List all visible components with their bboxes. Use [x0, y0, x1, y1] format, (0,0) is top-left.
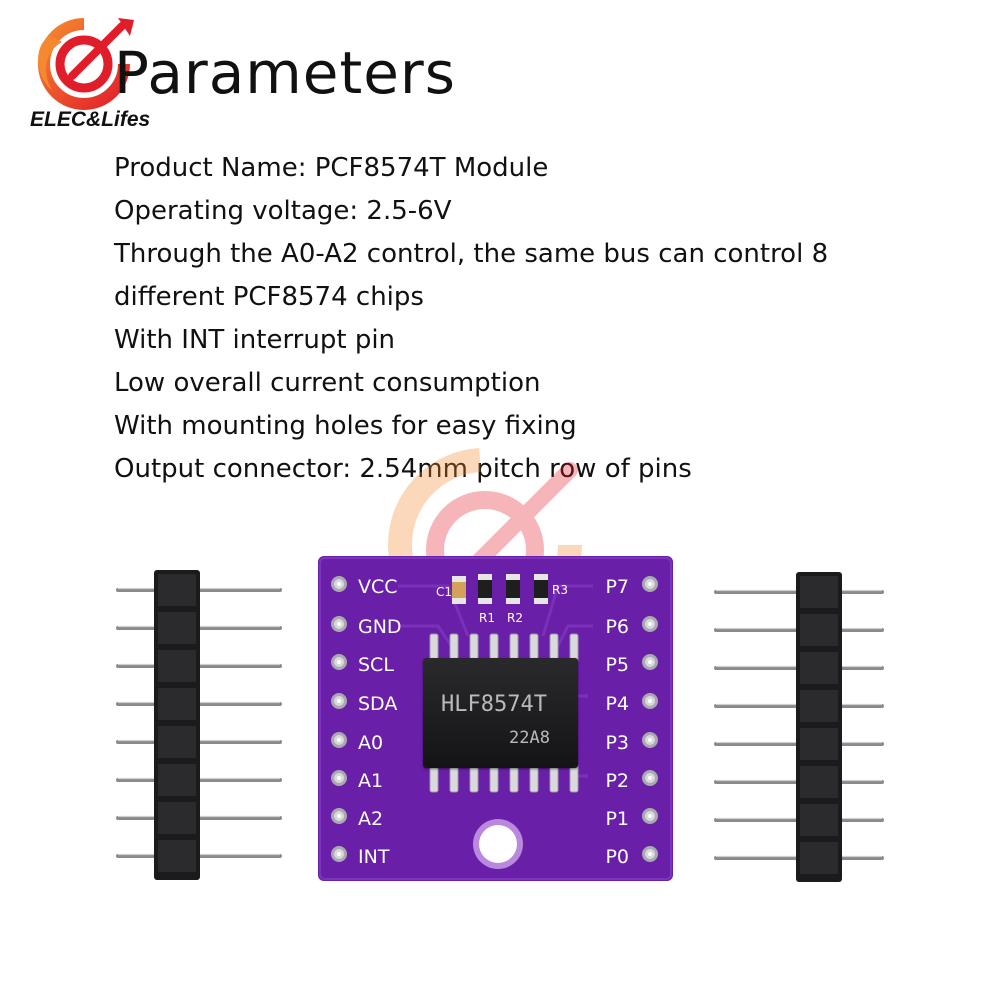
- pin-pad: [331, 732, 347, 748]
- pin-pad: [331, 654, 347, 670]
- brand-logo: ELEC&Lifes: [22, 16, 162, 136]
- pin-pad: [642, 576, 658, 592]
- chip-marking-code: 22A8: [509, 728, 550, 748]
- pin-label-int: INT: [358, 846, 390, 868]
- pin-pad: [331, 808, 347, 824]
- pin-pad: [331, 846, 347, 862]
- pin-header-left: [110, 570, 290, 890]
- chip-marking-part: HLF8574T: [441, 692, 547, 717]
- ic-chip: HLF8574T 22A8: [423, 658, 578, 768]
- pin-pad: [642, 616, 658, 632]
- pin-label-gnd: GND: [358, 616, 402, 638]
- pin-label-scl: SCL: [358, 654, 394, 676]
- pin-header-right: [710, 570, 890, 890]
- silk-r3: R3: [552, 583, 568, 597]
- pin-label-p0: P0: [605, 846, 629, 868]
- pin-label-a1: A1: [358, 770, 384, 792]
- spec-line: Low overall current consumption: [114, 368, 541, 398]
- silk-r2: R2: [507, 611, 523, 625]
- pin-label-p2: P2: [605, 770, 629, 792]
- pcf8574t-board: VCC GND SCL SDA A0 A1 A2 INT P7 P6 P5 P4…: [318, 556, 673, 881]
- pin-pad: [642, 693, 658, 709]
- spec-list: Product Name: PCF8574T Module Operating …: [114, 147, 974, 491]
- spec-line: Product Name: PCF8574T Module: [114, 153, 549, 183]
- spec-line: Through the A0-A2 control, the same bus …: [114, 239, 829, 269]
- silk-c1: C1: [436, 585, 453, 599]
- page-title: Parameters: [114, 39, 456, 107]
- pin-label-vcc: VCC: [358, 576, 398, 598]
- pin-pad: [331, 616, 347, 632]
- pin-label-a0: A0: [358, 732, 384, 754]
- pin-label-p6: P6: [605, 616, 629, 638]
- spec-line: Output connector: 2.54mm pitch row of pi…: [114, 454, 692, 484]
- pin-pad: [331, 770, 347, 786]
- brand-name: ELEC&Lifes: [30, 108, 151, 131]
- silk-r1: R1: [479, 611, 495, 625]
- pin-pad: [331, 693, 347, 709]
- pin-label-p5: P5: [605, 654, 629, 676]
- pin-pad: [642, 808, 658, 824]
- pin-pad: [642, 770, 658, 786]
- pin-label-sda: SDA: [358, 693, 398, 715]
- pin-pad: [642, 654, 658, 670]
- spec-line: With mounting holes for easy fixing: [114, 411, 577, 441]
- pin-pad: [642, 846, 658, 862]
- spec-line: Operating voltage: 2.5-6V: [114, 196, 452, 226]
- pin-label-p4: P4: [605, 693, 629, 715]
- pin-label-a2: A2: [358, 808, 384, 830]
- pin-label-p1: P1: [605, 808, 629, 830]
- spec-line: With INT interrupt pin: [114, 325, 396, 355]
- pin-label-p7: P7: [605, 576, 629, 598]
- target-arrow-logo-icon: [38, 18, 134, 110]
- pin-label-p3: P3: [605, 732, 629, 754]
- pin-pad: [642, 732, 658, 748]
- pin-pad: [331, 576, 347, 592]
- spec-line: different PCF8574 chips: [114, 282, 424, 312]
